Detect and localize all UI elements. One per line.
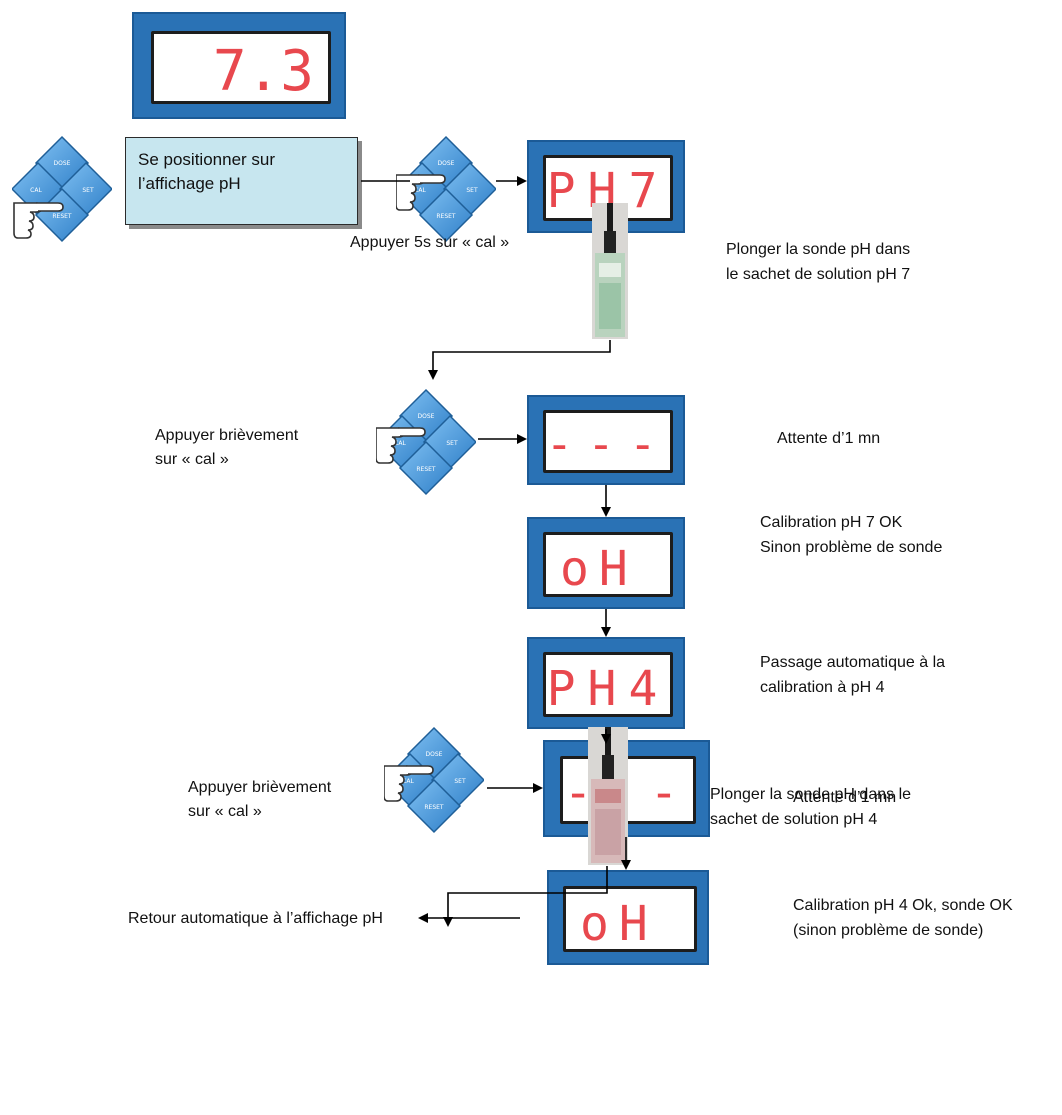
probe-photo-ph7 — [592, 203, 628, 339]
label-cal7-ok: Calibration pH 7 OK Sinon problème de so… — [760, 514, 943, 556]
keypad-icon — [12, 135, 112, 243]
display-ph4: PH4 — [527, 637, 685, 729]
digits-7-3: 7.3 — [213, 39, 314, 104]
svg-text:---: --- — [546, 417, 670, 470]
display-initial: 7.3 — [132, 12, 346, 119]
label-press-5s: Appuyer 5s sur « cal » — [350, 234, 510, 251]
label-press-short-1: Appuyer brièvement sur « cal » — [155, 427, 299, 468]
keypad-icon — [396, 135, 496, 243]
label-wait-1: Attente d’1 mn — [777, 430, 881, 447]
svg-text:oH: oH — [560, 541, 638, 594]
instruction-position: Se positionner sur l’affichage pH — [138, 150, 276, 193]
label-wait-2: Attente d’1 mn — [793, 789, 897, 806]
svg-text:---: --- — [564, 765, 693, 821]
label-cal4-ok: Calibration pH 4 Ok, sonde OK (sinon pro… — [793, 897, 1013, 939]
display-wait-1: --- — [527, 395, 685, 485]
label-dip-ph4: Plonger la sonde pH dans le sachet de so… — [710, 786, 912, 828]
display-ok-2: oH — [547, 870, 709, 965]
label-auto-return: Retour automatique à l’affichage pH — [128, 910, 383, 927]
svg-text:oH: oH — [580, 896, 658, 949]
svg-text:7.3: 7.3 — [213, 39, 314, 101]
instruction-box: Se positionner sur l’affichage pH — [125, 137, 358, 225]
keypad-icon — [384, 726, 484, 834]
label-press-short-2: Appuyer brièvement sur « cal » — [188, 779, 332, 820]
label-dip-ph7: Plonger la sonde pH dans le sachet de so… — [726, 241, 911, 283]
label-auto-ph4: Passage automatique à la calibration à p… — [760, 654, 946, 696]
probe-photo-ph4 — [588, 727, 628, 865]
svg-text:PH4: PH4 — [547, 661, 670, 714]
display-ok-1: oH — [527, 517, 685, 609]
keypad-icon — [376, 388, 476, 496]
arrow-probe7-to-press — [428, 340, 611, 380]
